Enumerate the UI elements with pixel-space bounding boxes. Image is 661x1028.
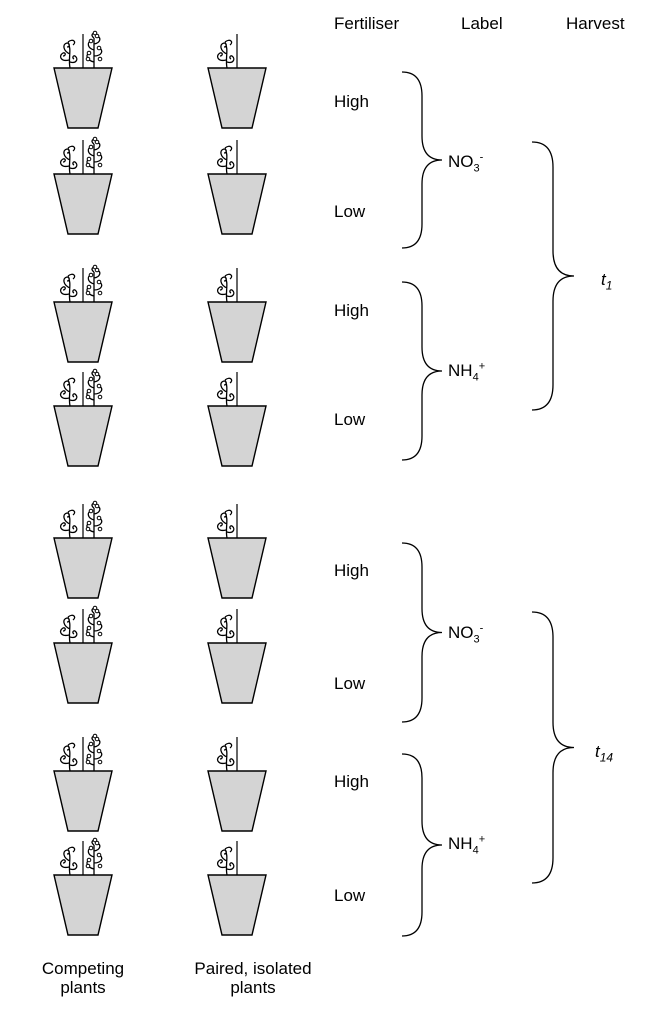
competing-plants-pot-icon [53,136,113,235]
label-superscript: + [478,833,486,846]
label-brace [401,542,443,723]
label-base: NH [448,361,473,380]
caption-line: Paired, isolated [194,959,312,978]
fertiliser-level: High [334,92,369,111]
label-nitrate: NO3- [448,151,484,175]
caption-line: plants [60,978,106,997]
label-base: NO [448,152,474,171]
label-brace [401,71,443,249]
label-subscript: 3 [473,162,480,175]
competing-plants-pot-icon [53,264,113,363]
isolated-plant-pot-icon [207,841,267,936]
harvest-time: t14 [595,742,614,765]
competing-plants-pot-icon [53,30,113,129]
label-base: NH [448,834,473,853]
label-superscript: - [479,622,484,635]
harvest-header: Harvest [566,14,625,33]
harvest-base: t [595,742,600,761]
harvest-time: t1 [601,270,613,293]
fertiliser-level: Low [334,202,366,221]
isolated-plant-pot-icon [207,609,267,704]
competing-plants-pot-icon [53,837,113,936]
fertiliser-level: High [334,301,369,320]
label-ammonium: NH4+ [448,360,486,384]
fertiliser-level: High [334,561,369,580]
label-superscript: - [479,151,484,164]
harvest-brace [531,141,575,411]
label-subscript: 4 [472,371,479,384]
label-brace [401,281,443,461]
competing-plants-pot-icon [53,605,113,704]
label-nitrate: NO3- [448,622,484,646]
fertiliser-header: Fertiliser [334,14,400,33]
harvest-subscript: 1 [605,278,613,293]
fertiliser-level: High [334,772,369,791]
harvest-brace [531,611,575,884]
isolated-plant-pot-icon [207,34,267,129]
competing-plants-caption: Competing plants [28,959,138,997]
harvest-subscript: 14 [599,750,614,765]
competing-plants-pot-icon [53,368,113,467]
fertiliser-level: Low [334,674,366,693]
fertiliser-level: Low [334,410,366,429]
caption-line: Competing [41,959,125,978]
fertiliser-level: Low [334,886,366,905]
competing-plants-pot-icon [53,500,113,599]
label-subscript: 4 [472,844,479,857]
label-subscript: 3 [473,633,480,646]
isolated-plant-pot-icon [207,737,267,832]
label-superscript: + [478,360,486,373]
isolated-plant-pot-icon [207,504,267,599]
label-header: Label [461,14,503,33]
isolated-plants-caption: Paired, isolated plants [178,959,328,997]
caption-line: plants [230,978,276,997]
isolated-plant-pot-icon [207,140,267,235]
harvest-base: t [601,270,606,289]
label-brace [401,753,443,937]
competing-plants-pot-icon [53,733,113,832]
label-ammonium: NH4+ [448,833,486,857]
isolated-plant-pot-icon [207,372,267,467]
isolated-plant-pot-icon [207,268,267,363]
label-base: NO [448,623,474,642]
